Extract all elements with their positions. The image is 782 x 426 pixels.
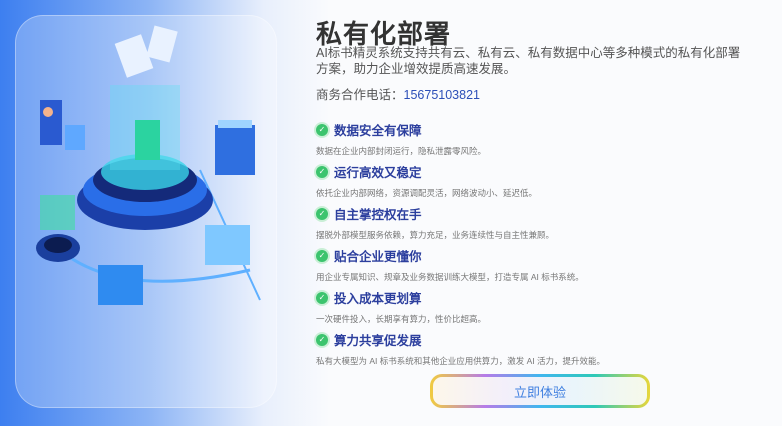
feature-desc: 用企业专属知识、规章及业务数据训练大模型，打造专属 AI 标书系统。 xyxy=(316,272,584,282)
feature-title: 投入成本更划算 xyxy=(334,292,422,306)
contact-label: 商务合作电话： xyxy=(316,88,404,102)
feature-item: ✓ 贴合企业更懂你用企业专属知识、规章及业务数据训练大模型，打造专属 AI 标书系… xyxy=(316,246,584,283)
feature-desc: 数据在企业内部封闭运行，隐私泄露零风险。 xyxy=(316,146,487,156)
contact-phone[interactable]: 15675103821 xyxy=(403,88,480,102)
page-title: 私有化部署 xyxy=(316,19,452,49)
feature-item: ✓ 运行高效又稳定依托企业内部网络，资源调配灵活，网络波动小、延迟低。 xyxy=(316,162,537,199)
feature-title: 自主掌控权在手 xyxy=(334,208,422,222)
feature-item: ✓ 自主掌控权在手摆脱外部模型服务依赖，算力充足，业务连续性与自主性兼顾。 xyxy=(316,204,554,241)
feature-title: 贴合企业更懂你 xyxy=(334,250,422,264)
check-icon: ✓ xyxy=(316,165,328,178)
feature-desc: 依托企业内部网络，资源调配灵活，网络波动小、延迟低。 xyxy=(316,188,538,198)
check-icon: ✓ xyxy=(316,249,328,262)
check-icon: ✓ xyxy=(316,291,328,304)
check-icon: ✓ xyxy=(316,207,328,220)
description: AI标书精灵系统支持共有云、私有云、私有数据中心等多种模式的私有化部署方案，助力… xyxy=(316,46,741,76)
feature-item: ✓ 算力共享促发展私有大模型为 AI 标书系统和其他企业应用供算力，激发 AI 活… xyxy=(316,330,605,367)
feature-title: 运行高效又稳定 xyxy=(334,166,422,180)
check-icon: ✓ xyxy=(316,123,328,136)
feature-item: ✓ 数据安全有保障数据在企业内部封闭运行，隐私泄露零风险。 xyxy=(316,120,486,157)
check-icon: ✓ xyxy=(316,333,328,346)
server-platform-illustration xyxy=(36,25,261,305)
feature-desc: 摆脱外部模型服务依赖，算力充足，业务连续性与自主性兼顾。 xyxy=(316,230,555,240)
illustration-panel xyxy=(0,0,330,426)
try-now-button[interactable]: 立即体验 xyxy=(430,374,650,408)
feature-item: ✓ 投入成本更划算一次硬件投入，长期享有算力，性价比超高。 xyxy=(316,288,486,325)
feature-title: 算力共享促发展 xyxy=(334,334,422,348)
contact-line: 商务合作电话：15675103821 xyxy=(316,84,480,103)
feature-desc: 私有大模型为 AI 标书系统和其他企业应用供算力，激发 AI 活力，提升效能。 xyxy=(316,356,606,366)
feature-title: 数据安全有保障 xyxy=(334,124,422,138)
feature-desc: 一次硬件投入，长期享有算力，性价比超高。 xyxy=(316,314,487,324)
